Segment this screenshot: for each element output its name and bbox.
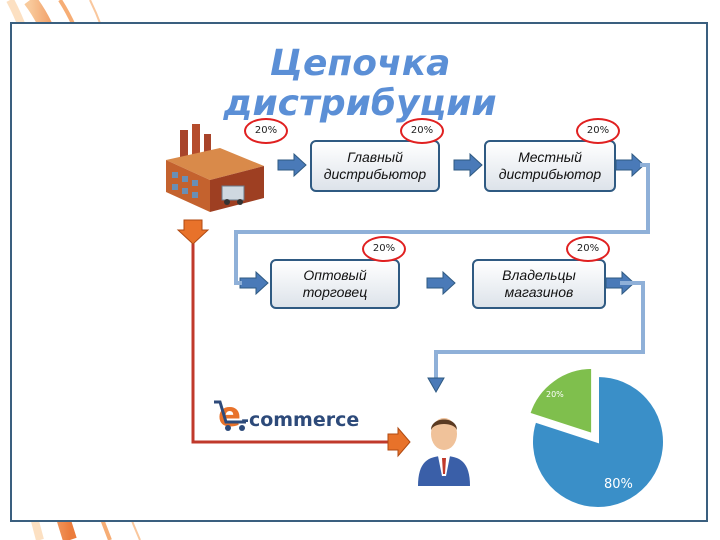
consumer-person-icon	[418, 418, 470, 486]
pie-slice-1	[528, 366, 594, 436]
store-owners-label: Владельцы магазинов	[502, 267, 576, 300]
pie-label-small: 20%	[546, 390, 564, 399]
arrow-down-to-consumer	[427, 377, 445, 394]
pie-label-large: 80%	[604, 477, 633, 492]
main-distributor-label: Главный дистрибьютор	[323, 149, 427, 182]
store-owners-box: Владельцы магазинов	[472, 259, 606, 309]
arrow-main-to-local	[453, 152, 483, 178]
arrow-local-out	[615, 152, 645, 178]
wholesaler-label: Оптовый торговец	[302, 267, 368, 300]
local-distributor-box: Местный дистрибьютор	[484, 140, 616, 192]
badge-store-owners: 20%	[566, 236, 610, 262]
local-distributor-label: Местный дистрибьютор	[498, 149, 602, 182]
arrow-factory-down	[176, 219, 210, 245]
pie-slice-0	[531, 374, 665, 509]
ecommerce-logo: e-commerce	[218, 395, 359, 435]
connector-row2-to-consumer	[434, 281, 645, 380]
main-distributor-box: Главный дистрибьютор	[310, 140, 440, 192]
connector-row1-to-row2	[234, 163, 650, 285]
arrow-into-wholesale	[239, 270, 269, 296]
badge-factory: 20%	[244, 118, 288, 144]
ecommerce-logo-text: -commerce	[241, 409, 360, 431]
slide-title: Цепочка дистрибуции	[223, 43, 497, 124]
distribution-pie-chart	[528, 366, 665, 509]
badge-wholesaler: 20%	[362, 236, 406, 262]
factory-icon	[166, 124, 264, 212]
badge-main-distributor: 20%	[400, 118, 444, 144]
wholesaler-box: Оптовый торговец	[270, 259, 400, 309]
badge-local-distributor: 20%	[576, 118, 620, 144]
arrow-factory-to-main	[277, 152, 307, 178]
ecommerce-logo-e: e	[218, 395, 242, 435]
arrow-wholesale-to-stores	[426, 270, 456, 296]
shopping-cart-icon	[214, 400, 246, 431]
arrow-to-consumer-orange	[387, 426, 411, 458]
ecommerce-path	[191, 236, 392, 444]
